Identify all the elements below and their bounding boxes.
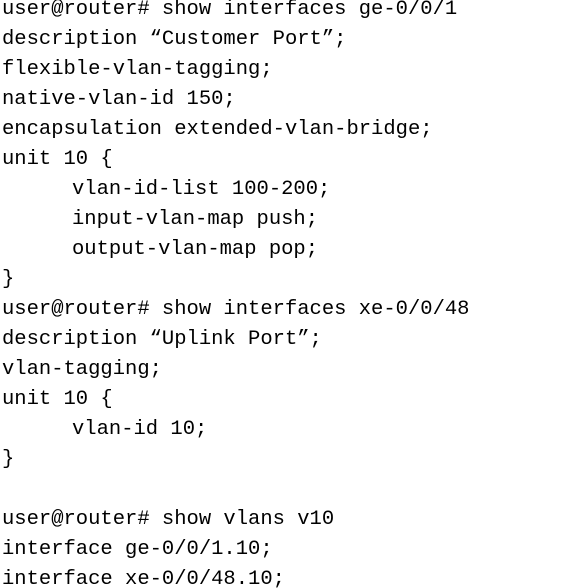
config-line: output-vlan-map pop; (72, 238, 319, 261)
command-line: user@router# show interfaces ge-0/0/1 (2, 0, 458, 21)
command-line: user@router# show vlans v10 (2, 508, 335, 531)
config-line: } (2, 268, 15, 291)
config-line: interface ge-0/0/1.10; (2, 538, 273, 561)
config-line: } (2, 448, 15, 471)
config-line: flexible-vlan-tagging; (2, 58, 273, 81)
config-line: interface xe-0/0/48.10; (2, 568, 285, 588)
config-line: unit 10 { (2, 388, 113, 411)
config-line: native-vlan-id 150; (2, 88, 236, 111)
config-line: description “Uplink Port”; (2, 328, 322, 351)
config-line: vlan-tagging; (2, 358, 162, 381)
config-line: encapsulation extended-vlan-bridge; (2, 118, 433, 141)
config-line: vlan-id 10; (72, 418, 208, 441)
config-line: unit 10 { (2, 148, 113, 171)
config-line: description “Customer Port”; (2, 28, 347, 51)
config-line: vlan-id-list 100-200; (72, 178, 331, 201)
command-line: user@router# show interfaces xe-0/0/48 (2, 298, 470, 321)
config-line: input-vlan-map push; (72, 208, 319, 231)
